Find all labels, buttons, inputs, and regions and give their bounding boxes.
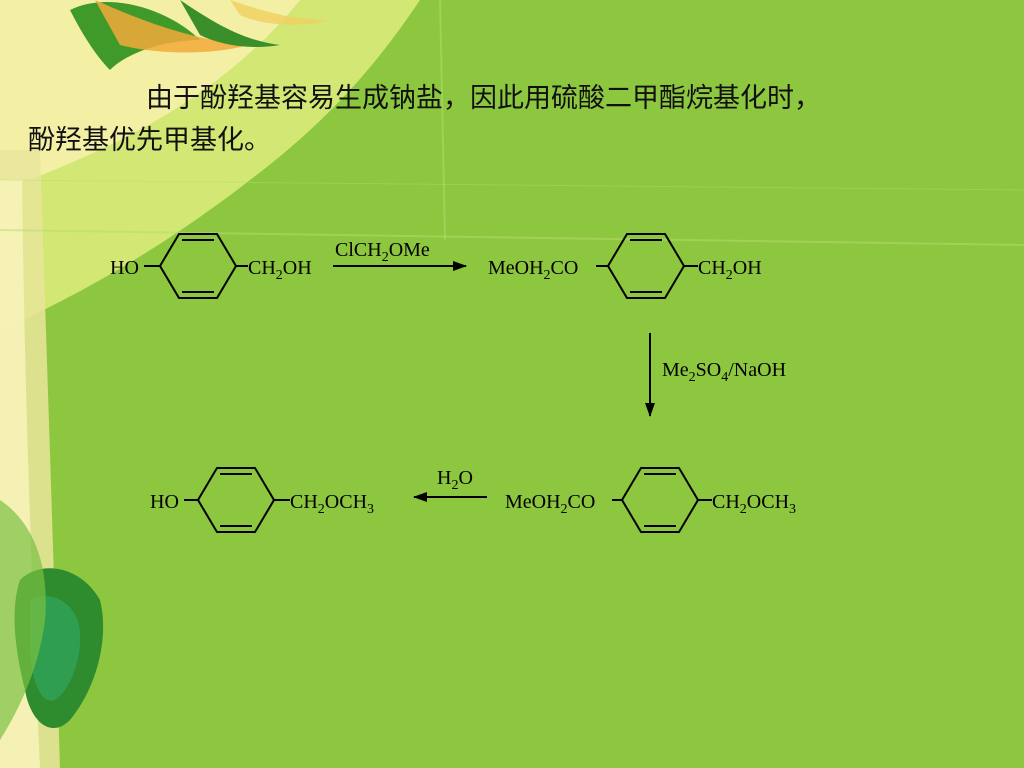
paragraph-line-1: 由于酚羟基容易生成钠盐，因此用硫酸二甲酯烷基化时， — [28, 78, 1008, 120]
label-subscript: 2 — [276, 268, 283, 283]
label-part: SO — [696, 359, 722, 381]
reagent-1-label: ClCH2OMe — [335, 239, 430, 265]
label-subscript: 3 — [789, 502, 796, 517]
top-left-ch2oh-label: CH2OH — [248, 257, 312, 283]
label-part: CO — [551, 257, 579, 279]
bottom-left-ch2och3-label: CH2OCH3 — [290, 491, 374, 517]
reaction-arrow-2: Me2SO4/NaOH — [645, 333, 786, 417]
label-subscript: 2 — [726, 268, 733, 283]
benzene-ring — [620, 467, 700, 533]
top-right-ch2oh-label: CH2OH — [698, 257, 762, 283]
molecule-bottom-right: MeOH2CO CH2OCH3 — [505, 467, 796, 533]
benzene-ring — [196, 467, 276, 533]
label-part: OCH — [747, 491, 789, 513]
bottom-right-meoh2co-label: MeOH2CO — [505, 491, 595, 517]
benzene-ring — [158, 233, 238, 299]
reagent-3-label: H2O — [437, 467, 473, 493]
label-part: OH — [283, 257, 312, 279]
label-subscript: 2 — [382, 250, 389, 265]
bottom-right-ch2och3-label: CH2OCH3 — [712, 491, 796, 517]
label-part: CH — [248, 257, 276, 279]
label-subscript: 2 — [544, 268, 551, 283]
label-part: O — [458, 467, 472, 489]
slide-paragraph: 由于酚羟基容易生成钠盐，因此用硫酸二甲酯烷基化时， 酚羟基优先甲基化。 — [28, 78, 1008, 162]
reagent-2-label: Me2SO4/NaOH — [662, 359, 786, 385]
label-part: H — [437, 467, 451, 489]
benzene-ring — [606, 233, 686, 299]
label-part: CH — [712, 491, 740, 513]
reaction-arrow-3: H2O — [413, 467, 487, 502]
label-part: OCH — [325, 491, 367, 513]
molecule-top-right: MeOH2CO CH2OH — [488, 233, 762, 299]
label-subscript: 4 — [721, 370, 728, 385]
label-subscript: 3 — [367, 502, 374, 517]
top-left-ho-label: HO — [110, 257, 139, 279]
label-subscript: 2 — [689, 370, 696, 385]
label-part: CH — [698, 257, 726, 279]
paragraph-line-2: 酚羟基优先甲基化。 — [28, 125, 271, 156]
paragraph-line-1-text: 由于酚羟基容易生成钠盐，因此用硫酸二甲酯烷基化时， — [146, 83, 821, 114]
label-part: OH — [733, 257, 762, 279]
label-part: MeOH — [488, 257, 544, 279]
label-part: Me — [662, 359, 689, 381]
label-part: ClCH — [335, 239, 382, 261]
molecule-bottom-left: HO CH2OCH3 — [150, 467, 374, 533]
label-subscript: 2 — [740, 502, 747, 517]
label-part: CH — [290, 491, 318, 513]
label-part: MeOH — [505, 491, 561, 513]
molecule-top-left: HO CH2OH — [110, 233, 312, 299]
bottom-left-ho-label: HO — [150, 491, 179, 513]
label-part: OMe — [389, 239, 430, 261]
top-right-meoh2co-label: MeOH2CO — [488, 257, 578, 283]
label-subscript: 2 — [318, 502, 325, 517]
label-part: /NaOH — [728, 359, 786, 381]
label-subscript: 2 — [561, 502, 568, 517]
reaction-arrow-1: ClCH2OMe — [333, 239, 467, 271]
label-subscript: 2 — [451, 478, 458, 493]
label-part: CO — [568, 491, 596, 513]
